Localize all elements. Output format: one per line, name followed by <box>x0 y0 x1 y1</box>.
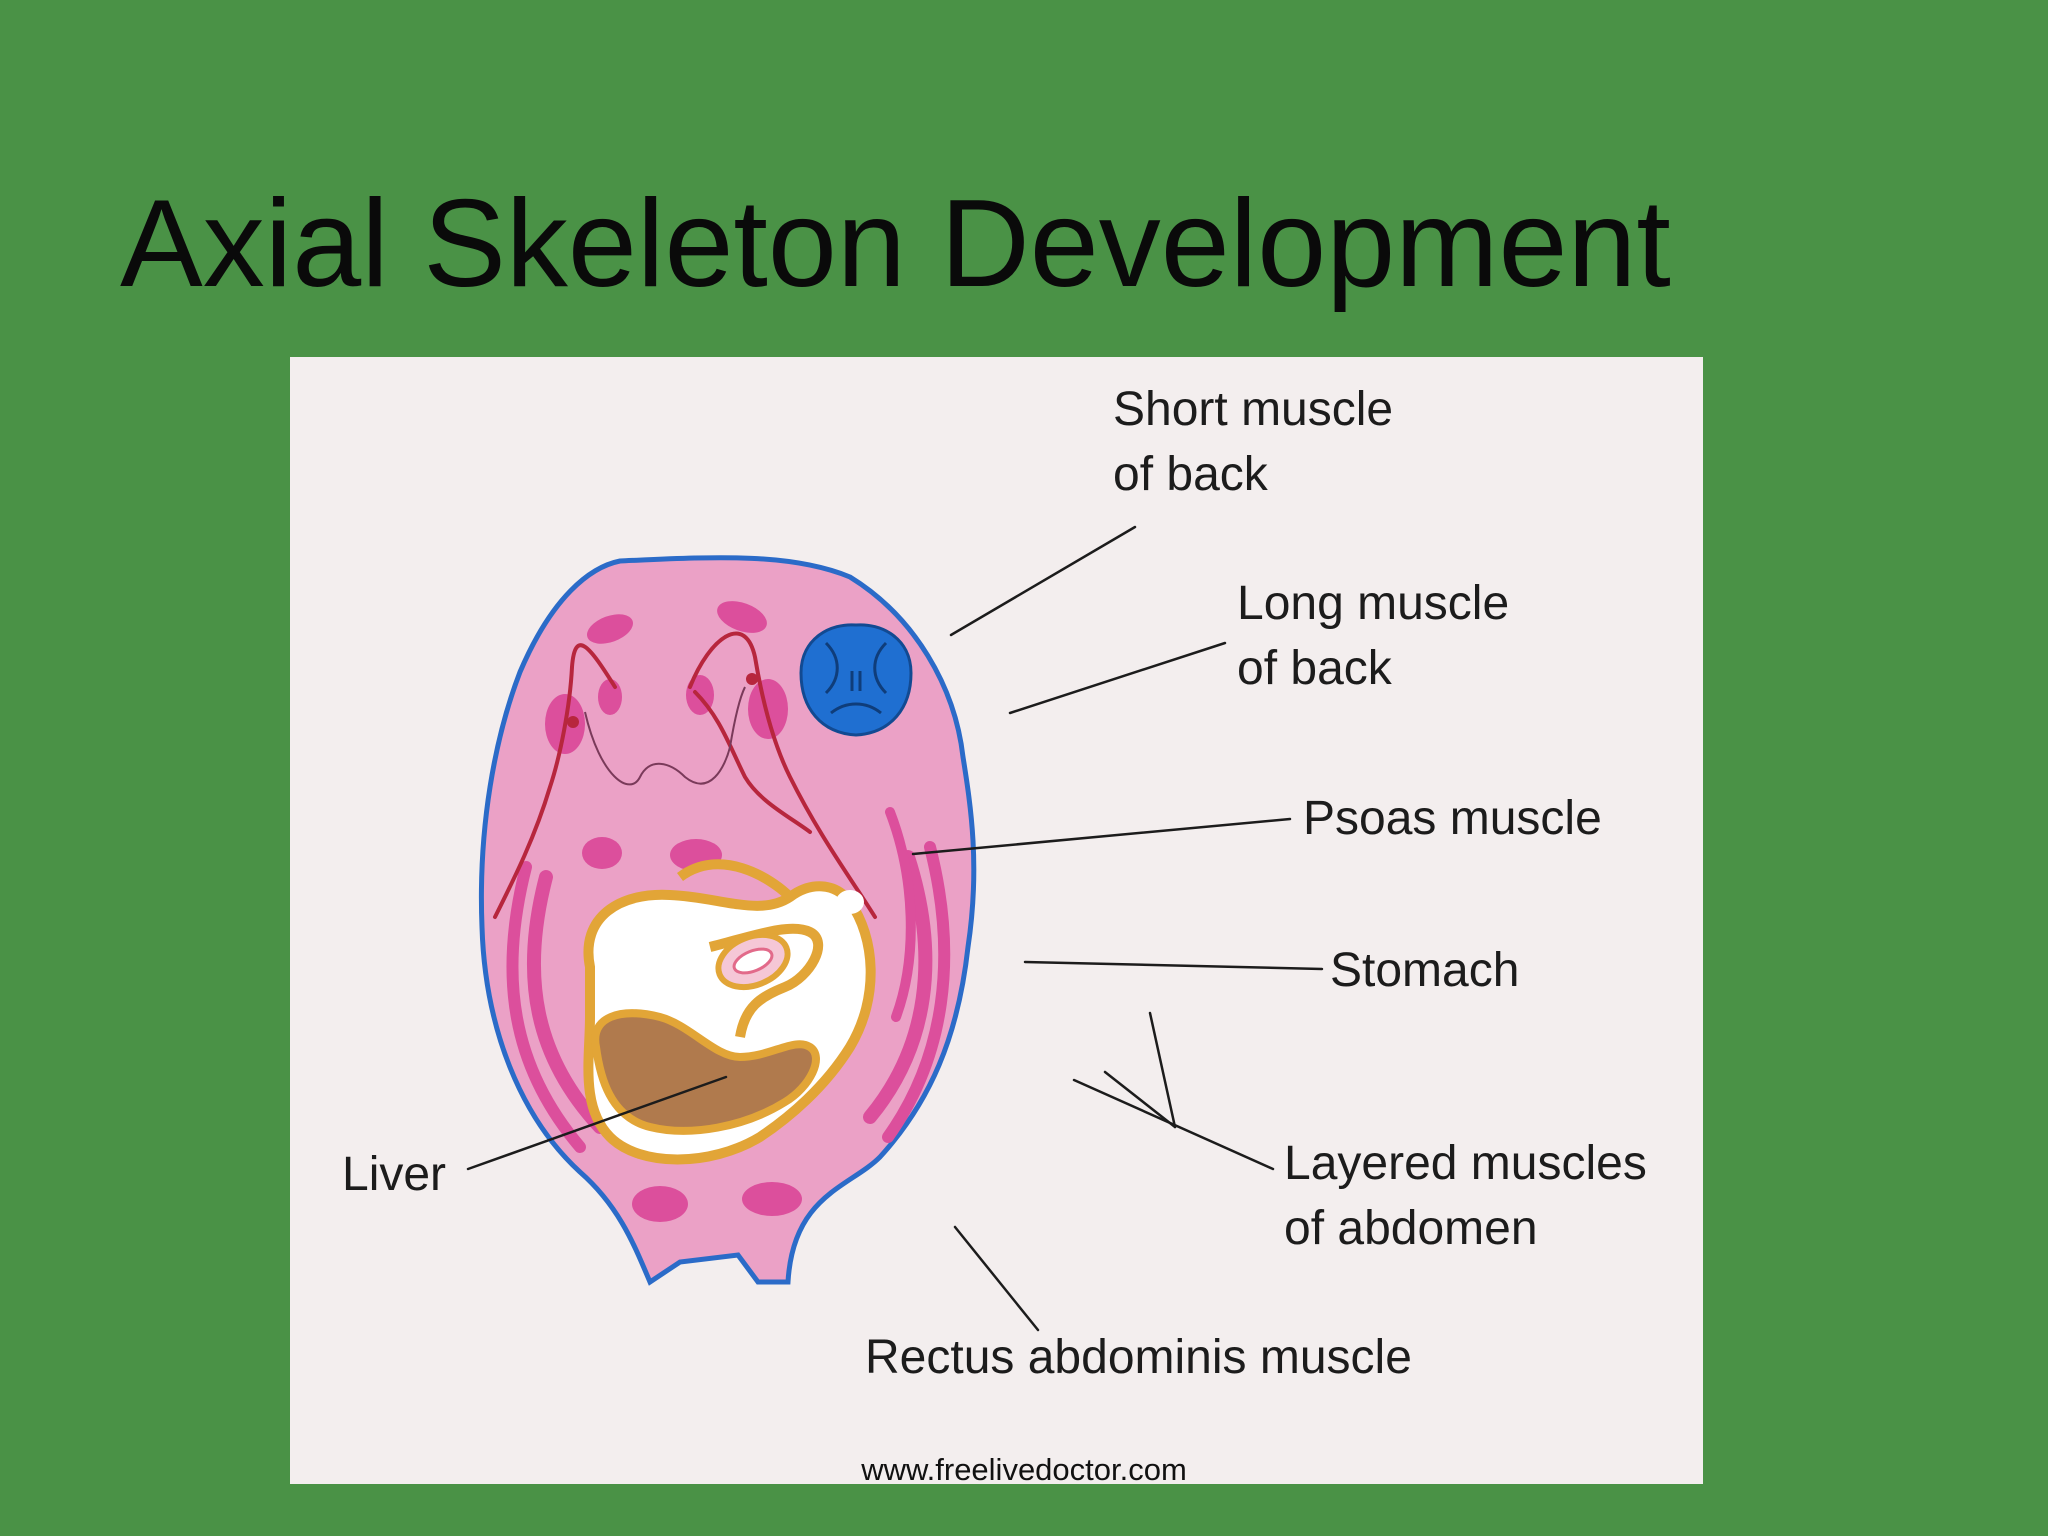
vertebra-layer <box>799 623 913 737</box>
slide-title: Axial Skeleton Development <box>120 175 1671 313</box>
label-stomach: Stomach <box>1330 944 1520 997</box>
figure-panel: Short muscle of back Long muscle of back… <box>290 357 1703 1484</box>
label-short-muscle-of-back: Short muscle of back <box>1113 383 1394 501</box>
label-layered-muscles-of-abdomen: Layered muscles of abdomen <box>1284 1137 1647 1255</box>
footer-url: www.freelivedoctor.com <box>861 1452 1187 1487</box>
embryo-cross-section-diagram <box>466 525 1324 1332</box>
label-long-muscle-of-back: Long muscle of back <box>1237 577 1510 695</box>
leader-lines <box>466 525 1324 1332</box>
label-psoas-muscle: Psoas muscle <box>1303 792 1602 845</box>
label-liver: Liver <box>342 1148 447 1201</box>
vertebra <box>799 623 913 737</box>
abdominal-cavity <box>583 859 876 1165</box>
label-rectus-abdominis-muscle: Rectus abdominis muscle <box>865 1331 1412 1384</box>
